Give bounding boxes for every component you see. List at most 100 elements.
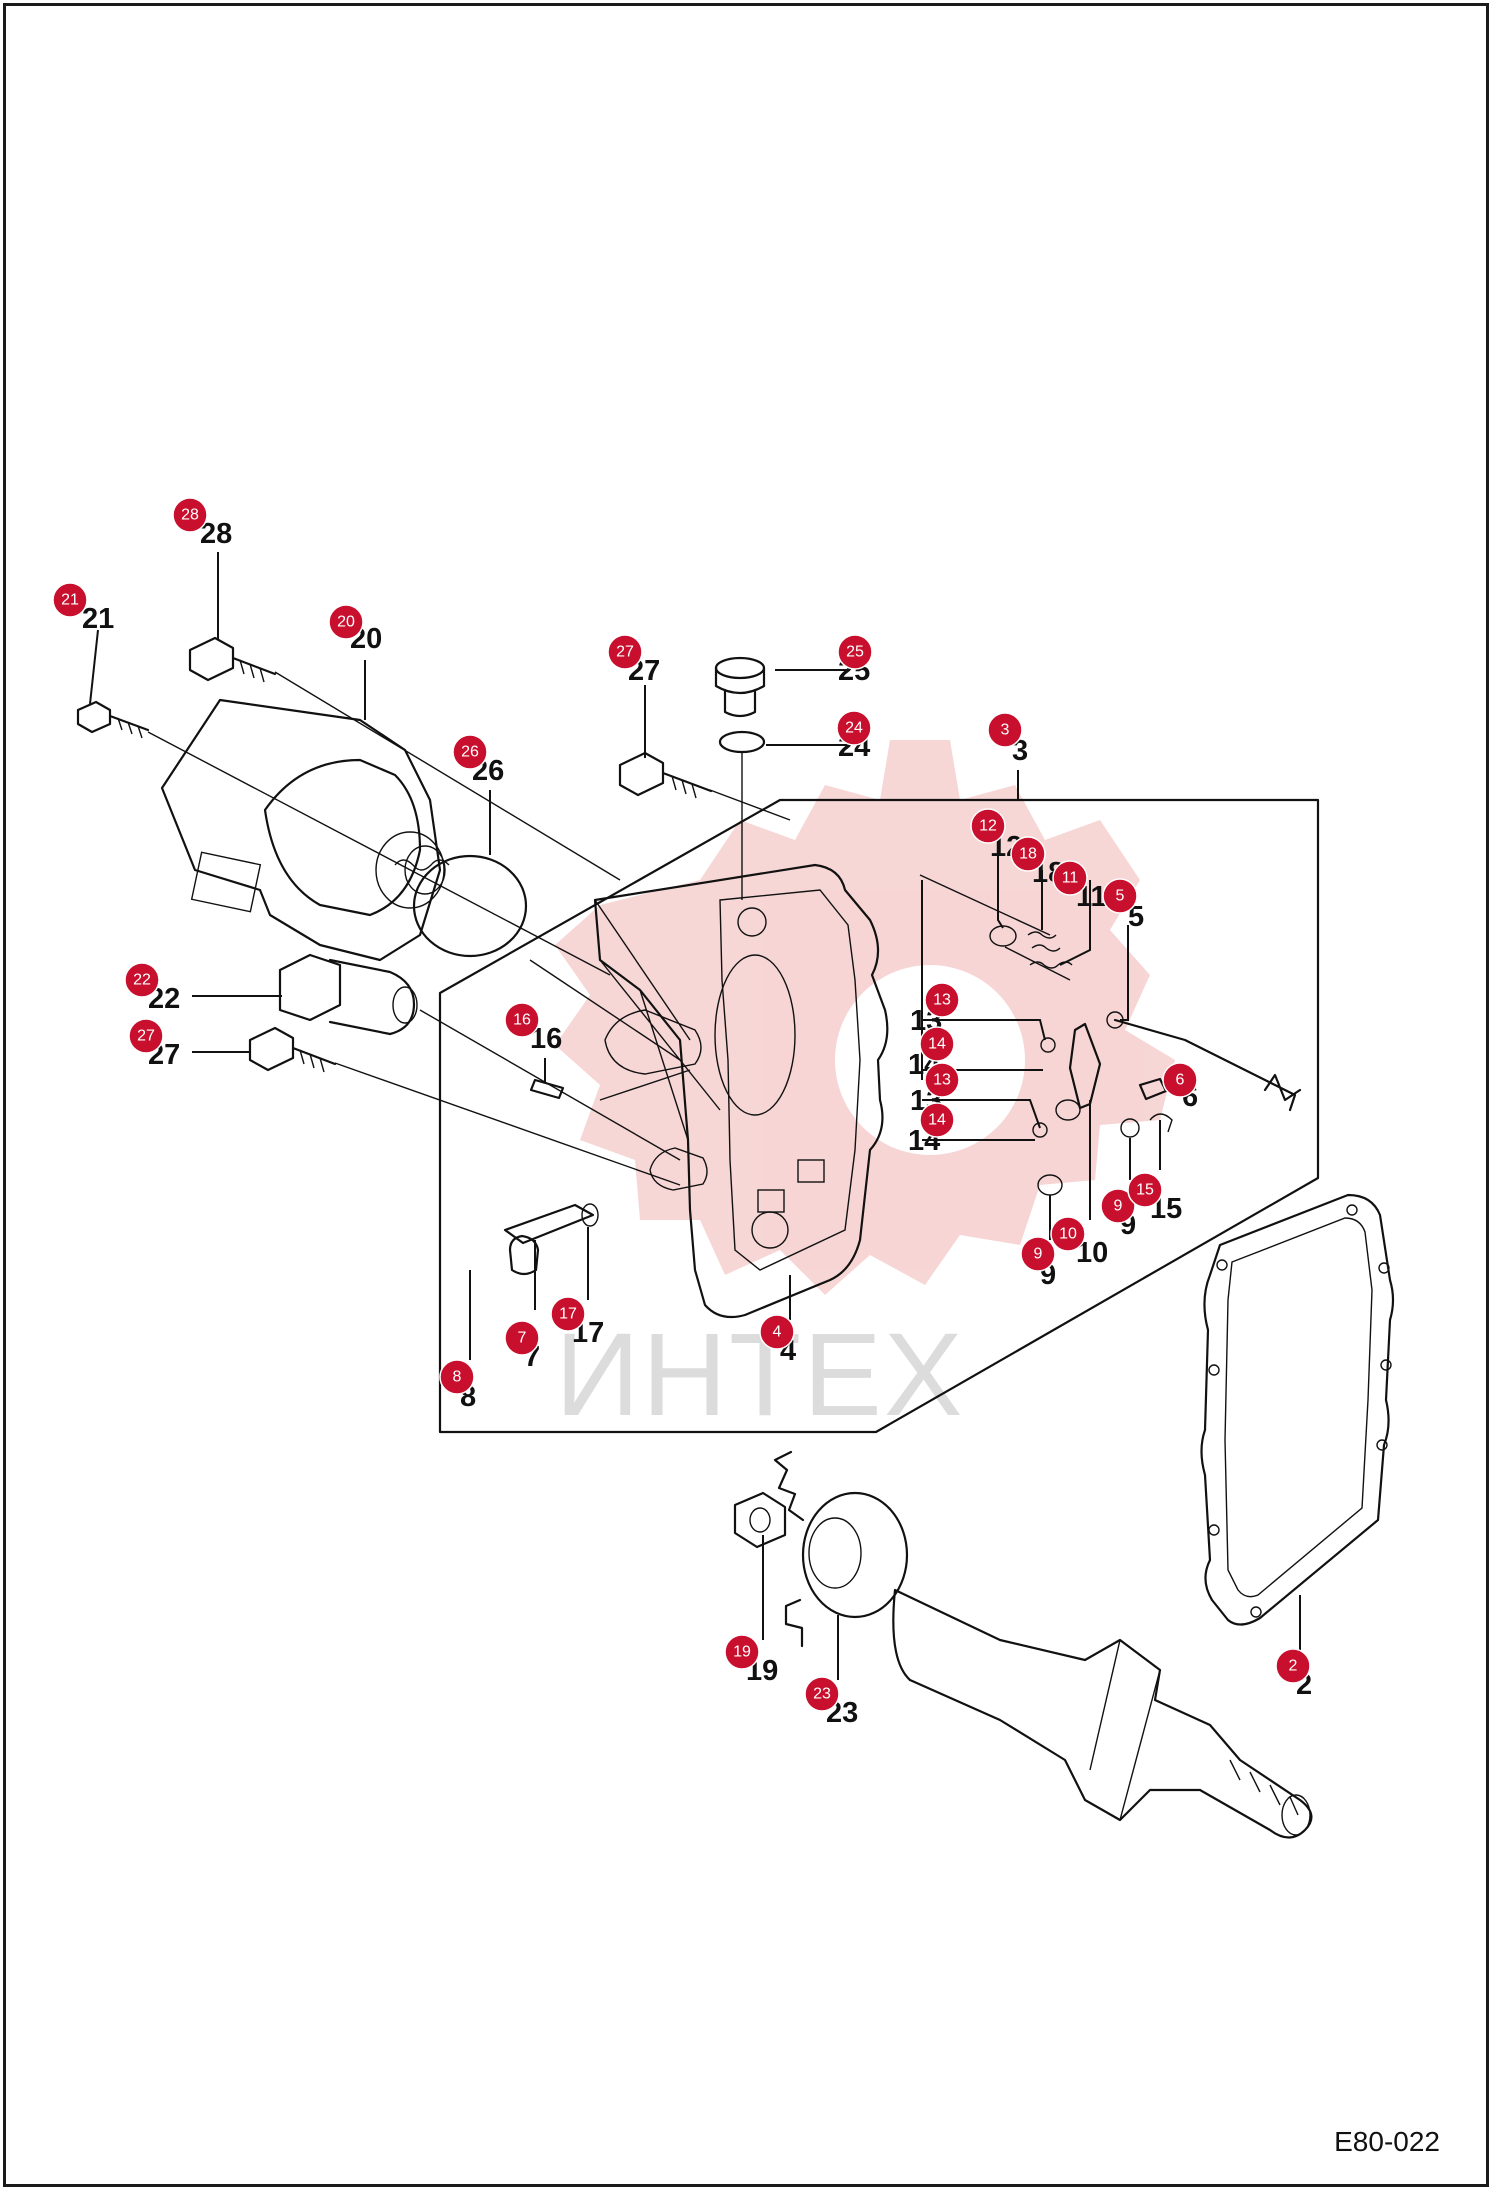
diagram-frame	[3, 3, 1489, 2187]
part-number-badge[interactable]: 2	[1275, 1648, 1311, 1684]
part-number-badge[interactable]: 9	[1020, 1236, 1056, 1272]
badge-circle[interactable]	[1020, 1236, 1056, 1272]
part-number-label: 21	[82, 603, 114, 635]
badge-circle[interactable]	[439, 1359, 475, 1395]
callout-4: 44	[759, 1314, 796, 1367]
badge-circle[interactable]	[924, 982, 960, 1018]
badge-text: 16	[513, 1012, 531, 1029]
badge-circle[interactable]	[919, 1026, 955, 1062]
part-number-badge[interactable]: 12	[970, 808, 1006, 844]
part-number-badge[interactable]: 24	[836, 710, 872, 746]
badge-circle[interactable]	[924, 1062, 960, 1098]
badge-text: 9	[1034, 1246, 1043, 1263]
badge-circle[interactable]	[724, 1634, 760, 1670]
part-number-badge[interactable]: 13	[924, 1062, 960, 1098]
badge-circle[interactable]	[1050, 1216, 1086, 1252]
part-number-badge[interactable]: 19	[724, 1634, 760, 1670]
badge-text: 21	[61, 592, 79, 609]
part-number-badge[interactable]: 5	[1102, 878, 1138, 914]
part-number-badge[interactable]: 23	[804, 1676, 840, 1712]
part-number-badge[interactable]: 20	[328, 604, 364, 640]
part-number-badge[interactable]: 6	[1162, 1062, 1198, 1098]
badge-circle[interactable]	[987, 712, 1023, 748]
hex-nut	[733, 1491, 787, 1549]
badge-text: 24	[845, 720, 863, 737]
gasket-outline	[1200, 1193, 1395, 1626]
badge-text: 28	[181, 507, 199, 524]
bolt-27-top	[618, 751, 713, 799]
badge-text: 27	[137, 1028, 155, 1045]
badge-circle[interactable]	[504, 1320, 540, 1356]
badge-text: 14	[928, 1112, 946, 1129]
part-number-badge[interactable]: 13	[924, 982, 960, 1018]
badge-text: 6	[1176, 1072, 1185, 1089]
badge-circle[interactable]	[607, 634, 643, 670]
assembly-axis-lines	[147, 671, 1071, 1186]
badge-text: 5	[1116, 888, 1125, 905]
badge-circle[interactable]	[550, 1296, 586, 1332]
callout-9: 99	[1020, 1236, 1056, 1291]
badge-circle[interactable]	[504, 1002, 540, 1038]
badge-circle[interactable]	[804, 1676, 840, 1712]
shaft-7	[503, 1203, 595, 1245]
badge-circle[interactable]	[328, 604, 364, 640]
badge-text: 8	[453, 1369, 462, 1386]
callout-3: 33	[987, 712, 1028, 767]
badge-circle[interactable]	[52, 582, 88, 618]
badge-text: 9	[1114, 1198, 1123, 1215]
part-number-badge[interactable]: 21	[52, 582, 88, 618]
badge-circle[interactable]	[128, 1018, 164, 1054]
badge-circle[interactable]	[970, 808, 1006, 844]
part-number-badge[interactable]: 14	[919, 1026, 955, 1062]
badge-circle[interactable]	[1102, 878, 1138, 914]
bolt-27-left	[248, 1026, 337, 1073]
badge-circle[interactable]	[452, 734, 488, 770]
part-number-badge[interactable]: 22	[124, 962, 160, 998]
part-number-badge[interactable]: 14	[919, 1102, 955, 1138]
badge-circle[interactable]	[837, 634, 873, 670]
part-number-badge[interactable]: 17	[550, 1296, 586, 1332]
badge-text: 7	[518, 1330, 527, 1347]
watermark-gear-icon	[555, 740, 1175, 1295]
part-number-badge[interactable]: 10	[1050, 1216, 1086, 1252]
badge-circle[interactable]	[1162, 1062, 1198, 1098]
badge-circle[interactable]	[124, 962, 160, 998]
badge-circle[interactable]	[172, 497, 208, 533]
badge-circle[interactable]	[836, 710, 872, 746]
badge-circle[interactable]	[1275, 1648, 1311, 1684]
part-number-badge[interactable]: 8	[439, 1359, 475, 1395]
badge-circle[interactable]	[1100, 1188, 1136, 1224]
part-number-badge[interactable]: 18	[1010, 836, 1046, 872]
part-number-badge[interactable]: 28	[172, 497, 208, 533]
part-number-badge[interactable]: 27	[128, 1018, 164, 1054]
part-number-badge[interactable]: 15	[1127, 1172, 1163, 1208]
part-number-badge[interactable]: 9	[1100, 1188, 1136, 1224]
badge-circle[interactable]	[759, 1314, 795, 1350]
badge-circle[interactable]	[919, 1102, 955, 1138]
part-number-badge[interactable]: 16	[504, 1002, 540, 1038]
part-number-badge[interactable]: 7	[504, 1320, 540, 1356]
badge-circle[interactable]	[1127, 1172, 1163, 1208]
badge-circle[interactable]	[1052, 860, 1088, 896]
part-number-badge[interactable]: 3	[987, 712, 1023, 748]
part-number-badge[interactable]: 25	[837, 634, 873, 670]
part-number-badge[interactable]: 26	[452, 734, 488, 770]
part-number-badge[interactable]: 27	[607, 634, 643, 670]
bolt-21	[76, 700, 150, 739]
badge-text: 23	[813, 1686, 831, 1703]
gasket-inner	[1224, 1217, 1373, 1598]
part-number-badge[interactable]: 11	[1052, 860, 1088, 896]
callout-8: 88	[439, 1359, 476, 1413]
part-number-badge[interactable]: 4	[759, 1314, 795, 1350]
badge-text: 4	[773, 1324, 782, 1341]
badge-circle[interactable]	[1010, 836, 1046, 872]
